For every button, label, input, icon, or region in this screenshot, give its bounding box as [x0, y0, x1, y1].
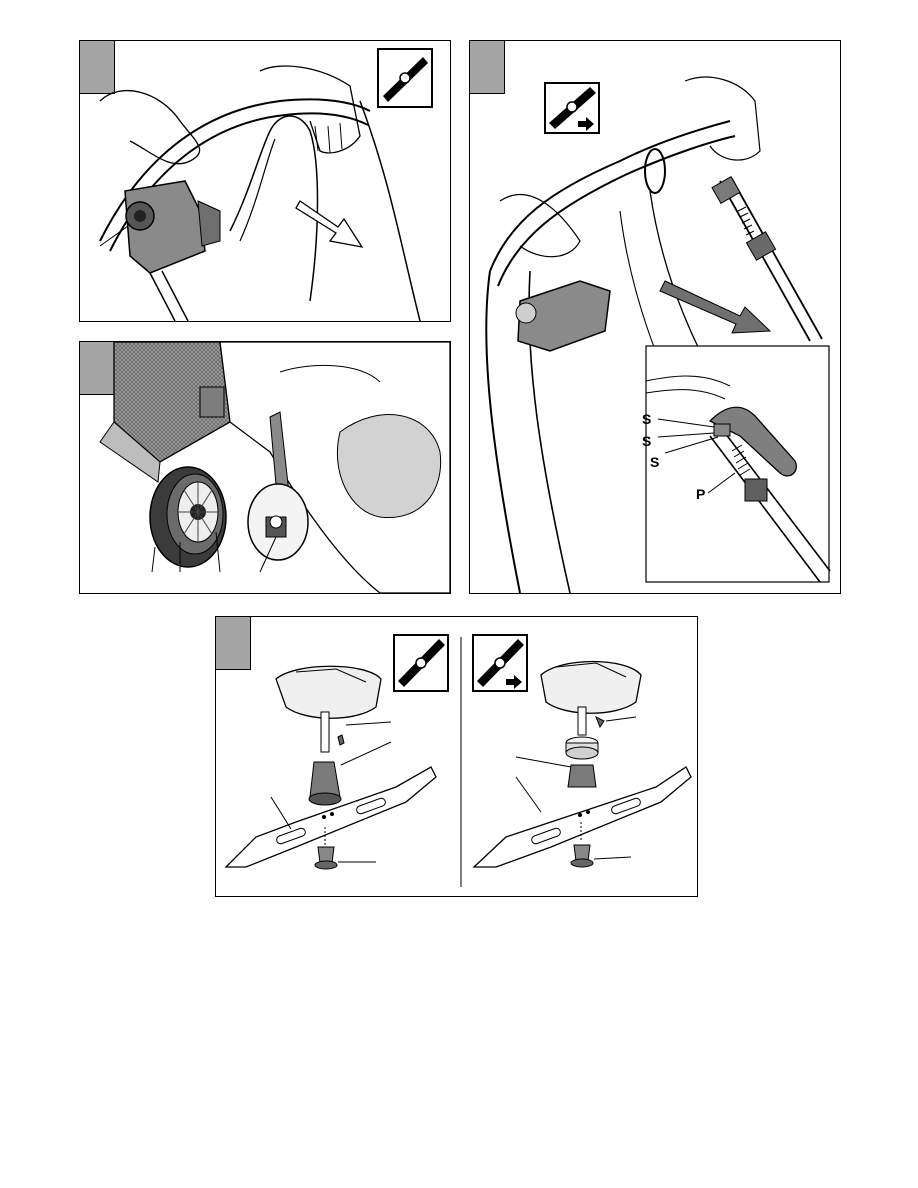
handle-release-illustration: [80, 41, 450, 321]
callout-s-3: S: [650, 454, 659, 470]
cable-adjustment-illustration: S S S P: [470, 41, 840, 593]
blade-symbol-arrow-icon: [473, 635, 527, 691]
figure-panel-4: [215, 616, 698, 897]
switch-box: [100, 181, 220, 273]
blade-symbol-icon: [378, 49, 432, 107]
wheel-assembly-illustration: [80, 342, 450, 593]
figure-panel-1: [79, 40, 451, 322]
callout-s-1: S: [642, 411, 651, 427]
blade-assembly-standard: [226, 666, 436, 869]
callout-p: P: [696, 486, 705, 502]
figure-panel-3: S S S P: [469, 40, 841, 594]
blade-assembly-mulching: [474, 662, 691, 868]
blade-symbol-arrow-icon: [545, 83, 599, 133]
callout-s-2: S: [642, 433, 651, 449]
blade-symbol-icon: [394, 635, 448, 691]
blade-assembly-illustration: [216, 617, 697, 896]
hub-cap: [248, 484, 308, 560]
inset-detail: [646, 346, 830, 582]
figure-panel-2: [79, 341, 451, 594]
wheel: [150, 467, 226, 567]
